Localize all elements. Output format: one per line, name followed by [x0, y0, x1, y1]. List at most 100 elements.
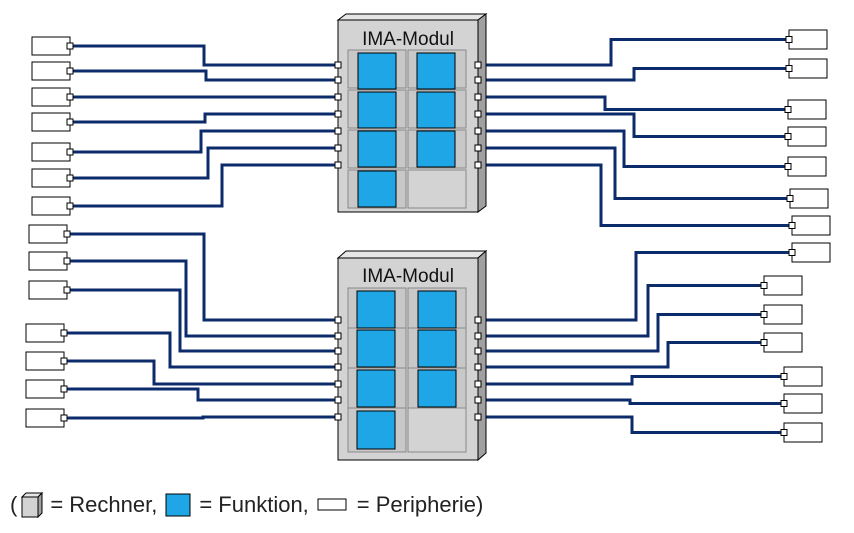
module-port: [474, 396, 482, 404]
module-port: [334, 363, 342, 371]
periphery-port: [786, 195, 794, 202]
slot-empty: [407, 407, 467, 453]
periphery-box: [31, 142, 71, 162]
module-port: [474, 347, 482, 355]
wire-layer: [67, 38, 789, 434]
wire: [481, 95, 785, 111]
periphery-box: [787, 126, 827, 147]
computer-icon: [21, 492, 44, 518]
function-block: [417, 329, 457, 368]
periphery-port: [780, 400, 788, 407]
periphery-port: [66, 202, 74, 210]
wire: [481, 251, 789, 322]
legend: ( = Rechner, = Funktion, = Peripherie): [10, 488, 483, 522]
function-block: [356, 410, 396, 450]
function-block: [357, 130, 397, 168]
periphery-port: [780, 429, 788, 436]
function-block: [356, 329, 396, 368]
module-port: [474, 76, 482, 84]
periphery-box: [783, 422, 823, 443]
wire: [73, 146, 335, 180]
periphery-port: [788, 249, 796, 256]
wire: [481, 313, 761, 353]
module-port: [474, 127, 482, 135]
periphery-box: [788, 29, 828, 50]
periphery-box: [28, 224, 68, 244]
functions: [356, 290, 457, 450]
module-top-face: [336, 13, 488, 21]
periphery-box: [28, 280, 68, 300]
periphery-box: [787, 99, 827, 120]
wire: [481, 341, 761, 369]
wire: [73, 129, 335, 154]
function-block: [417, 290, 457, 329]
periphery-port: [760, 311, 768, 318]
periphery-port: [785, 36, 793, 43]
ima-architecture-diagram: IMA-Modul: [25, 13, 831, 462]
port-layer: [334, 61, 482, 421]
wire: [73, 44, 335, 67]
module-port: [334, 144, 342, 152]
periphery-port: [60, 385, 68, 393]
periphery-box: [763, 304, 803, 325]
periphery-port: [66, 93, 74, 101]
function-block: [356, 369, 396, 408]
wire: [481, 375, 781, 386]
wire: [67, 387, 335, 402]
periphery-port: [66, 67, 74, 75]
periphery-port: [760, 282, 768, 289]
periphery-port: [66, 148, 74, 156]
periphery-layer: [25, 29, 831, 443]
function-block: [417, 369, 457, 408]
ima-module-top: IMA-Modul: [336, 13, 488, 213]
module-port: [474, 110, 482, 118]
module-port: [334, 61, 342, 69]
module-port: [334, 396, 342, 404]
function-block: [357, 52, 397, 90]
legend-function-label: = Funktion,: [199, 492, 309, 517]
periphery-port: [60, 329, 68, 337]
wire: [481, 284, 761, 338]
periphery-port: [63, 257, 71, 265]
periphery-box: [31, 87, 71, 107]
function-block: [416, 91, 456, 129]
module-port: [334, 76, 342, 84]
wire: [67, 415, 335, 420]
wire: [70, 288, 335, 353]
module-port: [474, 161, 482, 169]
periphery-box: [25, 379, 65, 399]
periphery-port: [66, 174, 74, 182]
periphery-port: [785, 65, 793, 72]
periphery-box: [31, 168, 71, 188]
periphery-box: [791, 215, 831, 236]
functions: [357, 52, 456, 208]
periphery-port: [66, 118, 74, 126]
module-port: [334, 380, 342, 388]
module-top-face: [336, 250, 488, 259]
module-port: [334, 161, 342, 169]
module-port: [474, 316, 482, 324]
module-port: [474, 413, 482, 421]
module-port: [334, 332, 342, 340]
function-icon: [165, 493, 191, 517]
function-block: [356, 290, 396, 329]
periphery-port: [784, 163, 792, 170]
module-port: [334, 93, 342, 101]
wire: [481, 38, 786, 67]
wire: [67, 331, 335, 369]
periphery-box: [25, 408, 65, 428]
periphery-port: [60, 357, 68, 365]
periphery-box: [25, 351, 65, 371]
periphery-box: [789, 188, 829, 209]
module-port: [474, 61, 482, 69]
periphery-box: [31, 36, 71, 56]
periphery-box: [783, 393, 823, 414]
module-title: IMA-Modul: [362, 266, 454, 287]
legend-periphery-label: = Peripherie): [356, 492, 484, 517]
wire: [481, 112, 785, 138]
module-layer: IMA-Modul: [336, 13, 488, 462]
ima-module-bottom: IMA-Modul: [336, 249, 488, 462]
wire: [73, 112, 335, 124]
periphery-box: [28, 251, 68, 271]
module-port: [334, 110, 342, 118]
